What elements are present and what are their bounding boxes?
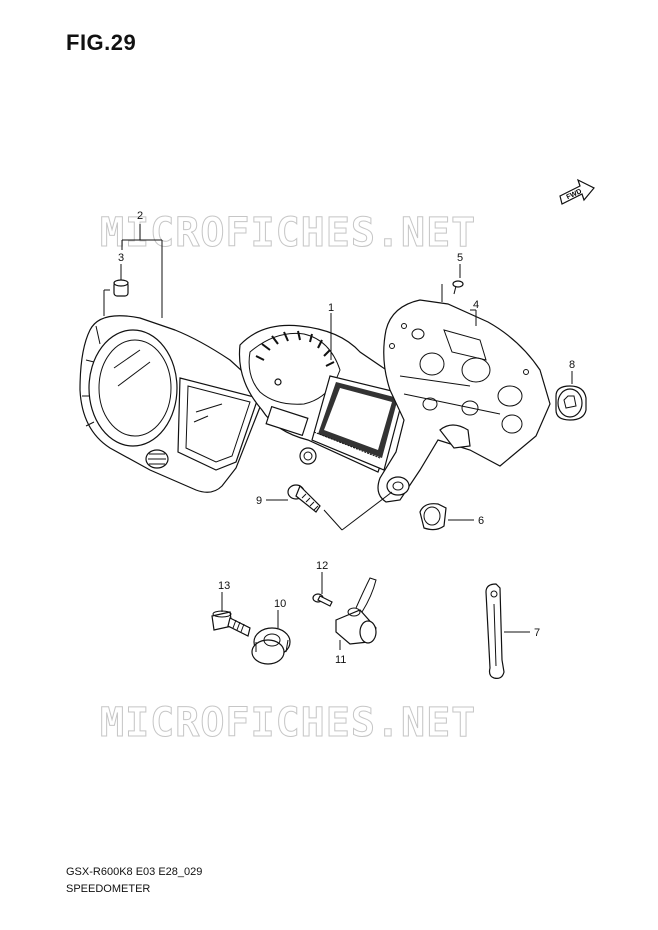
callout-2: 2 <box>137 210 143 222</box>
fwd-arrow-icon: FWD <box>559 178 595 205</box>
tachometer-tick-marks <box>255 330 335 367</box>
part-2-meter-case <box>79 315 266 493</box>
callout-10: 10 <box>274 598 286 610</box>
callout-6: 6 <box>478 515 484 527</box>
part-8-cap <box>555 385 587 421</box>
part-1-meter-assembly <box>238 324 405 473</box>
callout-1: 1 <box>328 302 334 314</box>
footer-section-name: SPEEDOMETER <box>66 883 151 895</box>
callout-12: 12 <box>316 560 328 572</box>
part-10-collar <box>251 627 291 665</box>
part-11-speed-sensor <box>335 577 377 645</box>
callout-3: 3 <box>118 252 124 264</box>
leader-lines <box>103 224 573 650</box>
part-12-screw <box>312 593 333 607</box>
callout-13: 13 <box>218 580 230 592</box>
part-5-screw <box>452 280 464 295</box>
part-6-grommet <box>419 503 447 531</box>
fwd-label: FWD <box>566 188 583 201</box>
part-7-bracket <box>485 583 505 679</box>
part-13-bolt <box>211 610 251 637</box>
callout-4: 4 <box>473 299 479 311</box>
part-3-grommet <box>113 279 129 297</box>
footer-diagram-code: GSX-R600K8 E03 E28_029 <box>66 866 203 878</box>
callout-11: 11 <box>335 654 346 666</box>
part-4-lower-case <box>377 299 551 503</box>
watermark-bottom: MICROFICHES.NET <box>99 700 477 747</box>
callout-7: 7 <box>534 627 540 639</box>
part-9-bolt <box>287 484 321 513</box>
callout-5: 5 <box>457 252 463 264</box>
figure-title: FIG.29 <box>66 30 137 55</box>
callout-8: 8 <box>569 359 575 371</box>
callout-9: 9 <box>256 495 262 507</box>
